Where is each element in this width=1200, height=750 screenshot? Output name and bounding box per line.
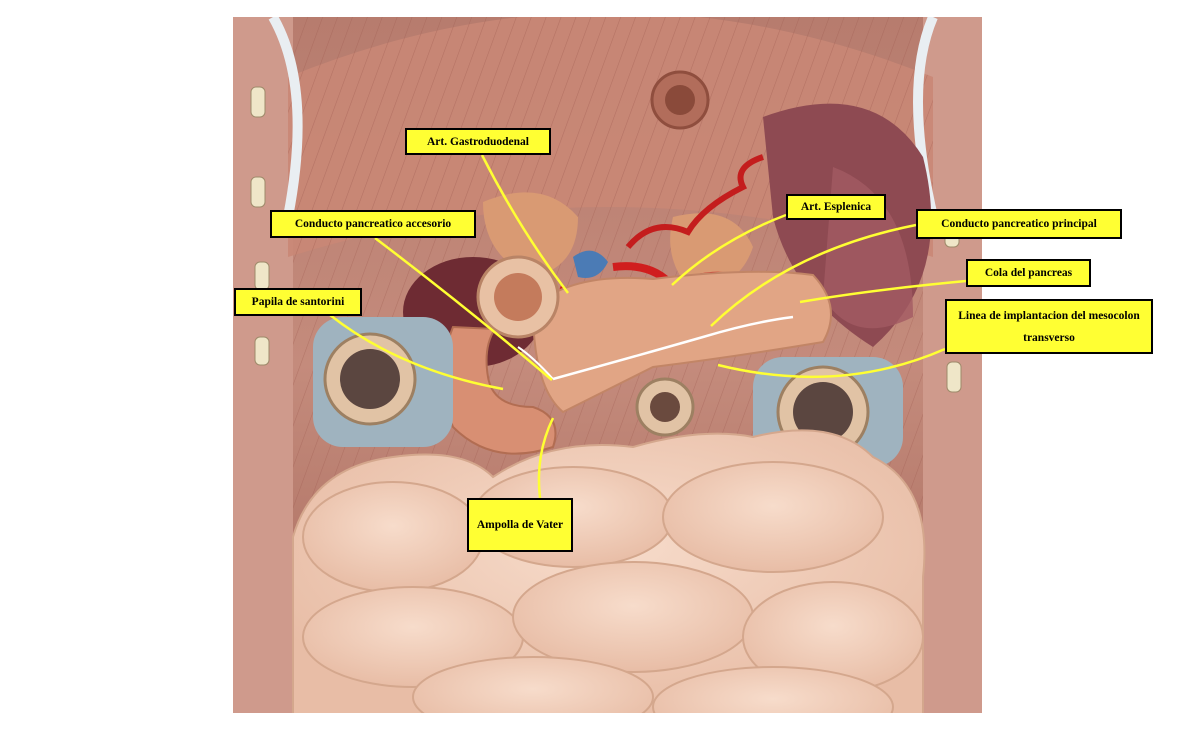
label-papila-de-santorini: Papila de santorini [234,288,362,316]
label-ampolla-de-vater: Ampolla de Vater [467,498,573,552]
label-cola-del-pancreas: Cola del pancreas [966,259,1091,287]
portal-vein [573,250,608,278]
aorta-branches [625,154,765,249]
anatomy-photo [233,17,982,713]
left-pleura [268,17,303,218]
label-linea-implantacion-mesocolon: Linea de implantacion del mesocolon tran… [945,299,1153,354]
anatomy-illustration [233,17,982,713]
colon-lumen-right [340,349,400,409]
jejunum-lumen [650,392,680,422]
esophagus-lumen [665,85,695,115]
small-intestine [292,429,926,713]
duodenal-lumen [494,273,542,321]
label-art-gastroduodenal: Art. Gastroduodenal [405,128,551,155]
colon-lumen-left [793,382,853,442]
label-conducto-pancreatico-principal: Conducto pancreatico principal [916,209,1122,239]
label-conducto-pancreatico-accesorio: Conducto pancreatico accesorio [270,210,476,238]
label-art-esplenica: Art. Esplenica [786,194,886,220]
